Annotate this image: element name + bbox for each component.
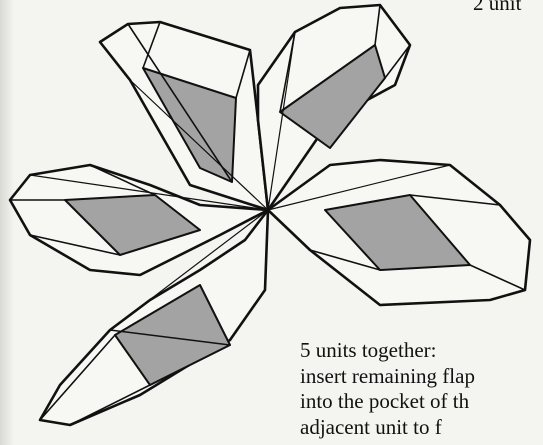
- instruction-caption: 5 units together: insert remaining flap …: [300, 338, 475, 440]
- caption-line-1: 5 units together:: [300, 338, 475, 364]
- caption-line-3: into the pocket of th: [300, 389, 475, 415]
- caption-line-2: insert remaining flap: [300, 364, 475, 390]
- caption-line-4: adjacent unit to f: [300, 415, 475, 441]
- section-heading-partial: 2 unit: [473, 0, 521, 14]
